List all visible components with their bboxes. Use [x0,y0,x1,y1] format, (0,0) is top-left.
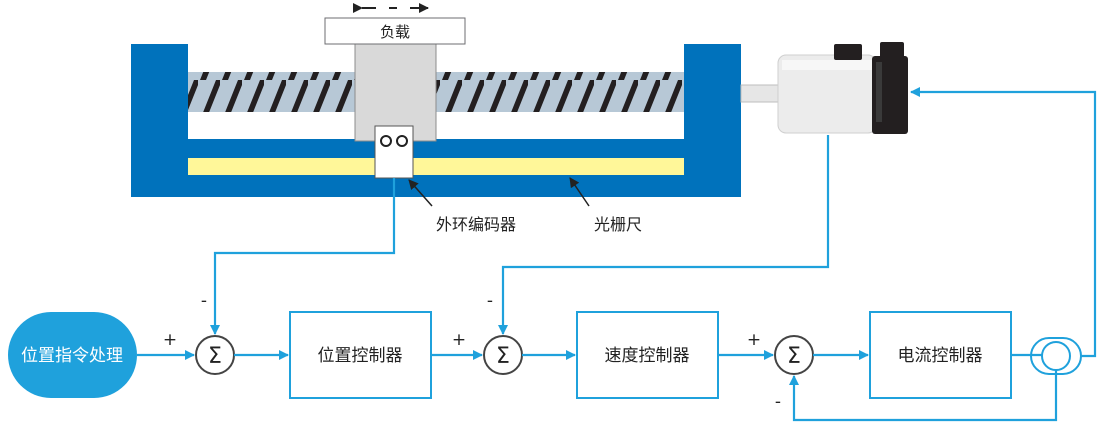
minus-sign-2: - [487,291,493,311]
minus-sign-1: - [201,291,207,311]
summing-junction-position: Σ [195,335,235,375]
motor-shaft [740,84,784,103]
plus-sign-3: + [747,330,761,350]
speed-controller-label: 速度控制器 [605,346,690,366]
carriage: 负载 [324,3,466,142]
position-controller-block [289,311,432,399]
encoder-label: 外环编码器 [436,215,516,234]
current-controller-block [869,311,1012,399]
signal-lines [137,87,1097,422]
scale-label: 光栅尺 [594,215,642,234]
command-label: 位置指令处理 [21,346,123,366]
load-label: 负载 [380,23,410,41]
servo-motor-icon [777,42,908,134]
svg-text:Σ: Σ [208,344,222,369]
summing-junction-speed: Σ [483,335,523,375]
summing-junction-current: Σ [774,335,814,375]
optical-scale [188,158,684,175]
plus-sign-1: + [163,330,177,350]
position-controller-label: 位置控制器 [318,346,403,366]
encoder-head [374,125,414,179]
svg-text:Σ: Σ [787,344,801,369]
command-block: 位置指令处理 [8,312,137,398]
svg-text:Σ: Σ [496,344,510,369]
minus-sign-3: - [775,392,781,412]
plus-sign-2: + [452,330,466,350]
current-controller-label: 电流控制器 [898,346,983,366]
